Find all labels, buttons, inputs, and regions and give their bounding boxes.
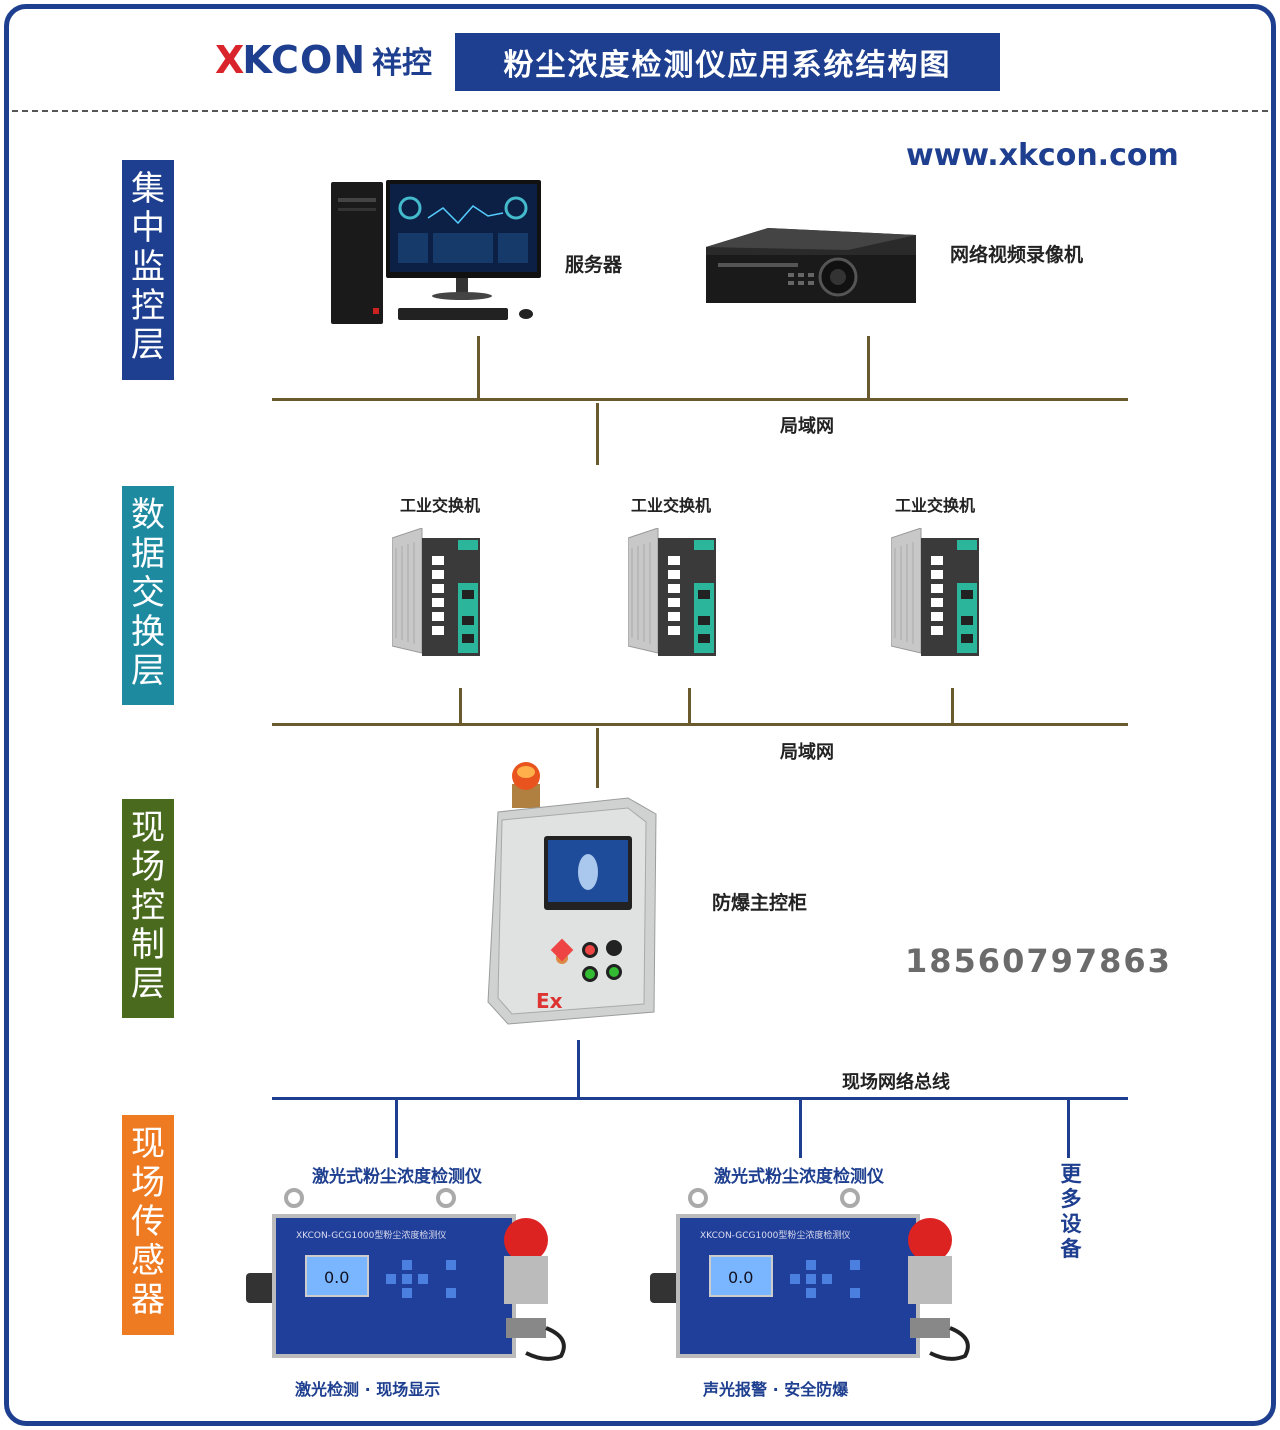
sensor-display-1: 0.0 bbox=[324, 1268, 349, 1287]
server-connector bbox=[477, 336, 480, 399]
sensor-image-1: XKCON-GCG1000型粉尘浓度检测仪 0.0 bbox=[246, 1188, 566, 1361]
cabinet-connector bbox=[577, 1040, 580, 1098]
switch-label-2: 工业交换机 bbox=[631, 496, 712, 515]
website-url[interactable]: www.xkcon.com bbox=[906, 138, 1179, 173]
switch-connector-1 bbox=[459, 688, 462, 724]
nvr-image bbox=[706, 228, 916, 303]
logo-x: X bbox=[215, 38, 244, 82]
server-image bbox=[331, 180, 541, 324]
layer-field-control: 现场控制层 bbox=[122, 799, 174, 1018]
sensor-caption-1: 激光检测 · 现场显示 bbox=[295, 1380, 441, 1399]
outer-frame bbox=[4, 4, 1276, 1426]
logo-brand: KCON bbox=[242, 38, 367, 82]
cabinet-image: Ex bbox=[487, 762, 657, 1025]
layer-field-sensors: 现场传感器 bbox=[122, 1115, 174, 1335]
sensor-image-2: XKCON-GCG1000型粉尘浓度检测仪 0.0 bbox=[650, 1188, 970, 1361]
lan-trunk-1 bbox=[596, 403, 599, 465]
lan-label-1: 局域网 bbox=[780, 416, 834, 437]
switch-image-1 bbox=[392, 528, 480, 656]
layer-monitoring: 集中监控层 bbox=[122, 160, 174, 380]
sensor-model-2: XKCON-GCG1000型粉尘浓度检测仪 bbox=[700, 1229, 850, 1241]
lan-trunk-2 bbox=[596, 728, 599, 788]
page-title: 粉尘浓度检测仪应用系统结构图 bbox=[455, 33, 1000, 91]
sensor-display-2: 0.0 bbox=[728, 1268, 753, 1287]
sensor-caption-2: 声光报警 · 安全防爆 bbox=[703, 1380, 849, 1399]
nvr-connector bbox=[867, 336, 870, 399]
lan-label-2: 局域网 bbox=[780, 742, 834, 763]
lan-bus-1 bbox=[272, 398, 1128, 401]
sensor-model-1: XKCON-GCG1000型粉尘浓度检测仪 bbox=[296, 1229, 446, 1241]
switch-label-1: 工业交换机 bbox=[400, 496, 481, 515]
cabinet-label: 防爆主控柜 bbox=[712, 892, 808, 914]
layer-data-exchange: 数据交换层 bbox=[122, 486, 174, 705]
switch-label-3: 工业交换机 bbox=[895, 496, 976, 515]
logo-cn: 祥控 bbox=[372, 46, 433, 81]
nvr-label: 网络视频录像机 bbox=[950, 244, 1084, 266]
switch-image-2 bbox=[628, 528, 716, 656]
cabinet-ex-mark: Ex bbox=[536, 989, 563, 1013]
server-label: 服务器 bbox=[565, 254, 623, 276]
more-connector bbox=[1067, 1100, 1070, 1158]
field-bus bbox=[272, 1097, 1128, 1100]
phone-number: 18560797863 bbox=[905, 942, 1172, 980]
more-devices-label: 更多设备 bbox=[1060, 1162, 1082, 1261]
switch-connector-3 bbox=[951, 688, 954, 724]
sensor-connector-1 bbox=[395, 1100, 398, 1158]
lan-bus-2 bbox=[272, 723, 1128, 726]
sensor-connector-2 bbox=[799, 1100, 802, 1158]
switch-connector-2 bbox=[688, 688, 691, 724]
fieldbus-label: 现场网络总线 bbox=[842, 1072, 950, 1093]
header-divider bbox=[12, 110, 1268, 112]
switch-image-3 bbox=[891, 528, 979, 656]
sensor-label-1: 激光式粉尘浓度检测仪 bbox=[312, 1167, 482, 1187]
sensor-label-2: 激光式粉尘浓度检测仪 bbox=[714, 1167, 884, 1187]
